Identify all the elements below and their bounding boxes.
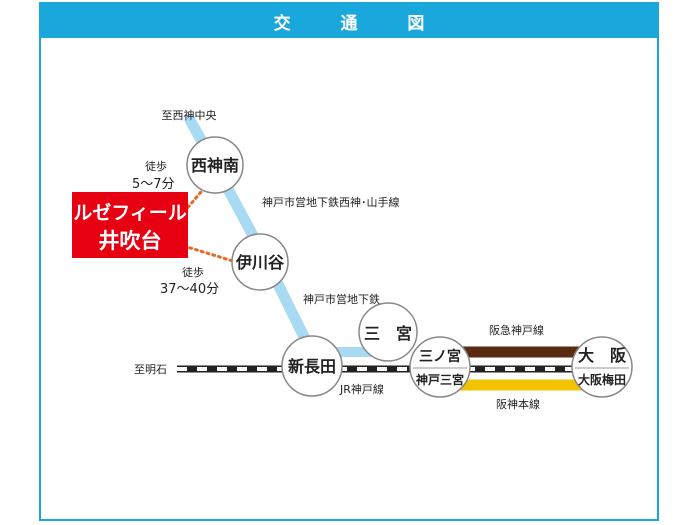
label-to-nishikami-chuo: 至西神中央	[162, 108, 217, 122]
title-bar: 交 通 図	[41, 4, 657, 38]
station-name-sannomiya-jr: 三ノ宮	[419, 348, 461, 365]
station-name-kobe-sannomiya: 神戸三宮	[416, 372, 464, 387]
property-name-line1: ルゼフィール	[73, 201, 187, 224]
walk-time-nishikami: 5～7分	[132, 177, 175, 192]
station-circle-sannomiya-subway	[358, 302, 418, 362]
walk-time-ikawadani: 37～40分	[160, 282, 219, 297]
station-name-nishikami-minami: 西神南	[191, 156, 239, 175]
station-name-osaka: 大 阪	[578, 346, 627, 365]
label-jr-kobe-line: JR神戸線	[339, 382, 384, 396]
station-name-shin-nagata: 新長田	[288, 357, 336, 376]
station-name-sannomiya-subway: 三 宮	[364, 324, 412, 343]
station-circle-sannomiya	[409, 336, 471, 398]
walk-label-ikawadani: 徒歩	[182, 265, 204, 279]
station-name-osaka-umeda: 大阪梅田	[578, 372, 626, 387]
property-name-line2: 井吹台	[99, 229, 162, 253]
label-to-akashi: 至明石	[134, 363, 167, 376]
station-circle-osaka	[571, 336, 633, 398]
walk-label-nishikami: 徒歩	[145, 159, 167, 173]
label-seishin-yamate-line: 神戸市営地下鉄西神･山手線	[262, 195, 400, 209]
station-name-ikawadani: 伊川谷	[235, 253, 285, 272]
walk-route-ikawadani	[182, 244, 238, 264]
label-hankyu-kobe-line: 阪急神戸線	[489, 323, 544, 337]
station-circle-shin-nagata	[281, 335, 343, 397]
label-kobe-subway: 神戸市営地下鉄	[303, 292, 380, 306]
property-box	[72, 192, 188, 258]
map-frame: 交 通 図	[39, 2, 659, 521]
station-circle-nishikami-minami	[186, 136, 244, 194]
station-circle-ikawadani	[231, 233, 289, 291]
label-hanshin-main-line: 阪神本線	[496, 397, 540, 411]
